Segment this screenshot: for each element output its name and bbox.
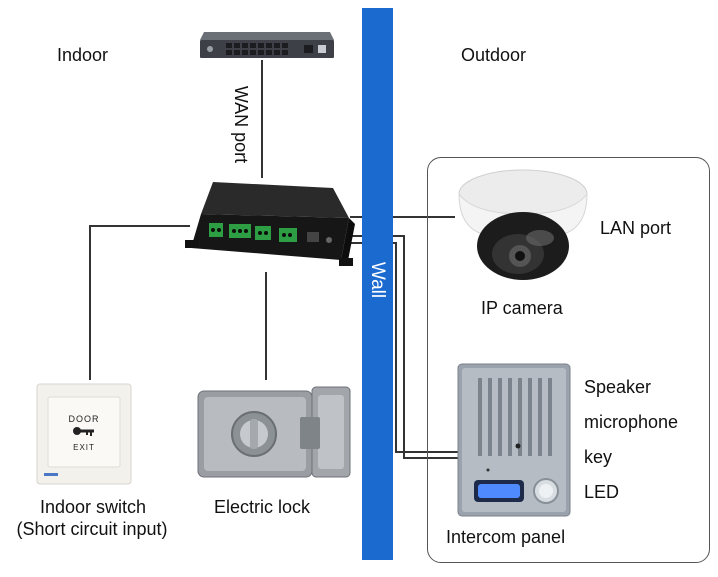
key-label: key — [584, 447, 613, 467]
electric-lock-icon — [197, 386, 351, 478]
switch-cable — [89, 225, 190, 380]
lan-port-label: LAN port — [600, 218, 672, 238]
wall-label: Wall — [367, 261, 389, 299]
ip-camera-icon — [458, 169, 588, 280]
electric-lock-label: Electric lock — [214, 497, 311, 517]
indoor-switch-label-line1: Indoor switch — [39, 497, 147, 517]
microphone-label: microphone — [584, 412, 679, 432]
ip-camera-label: IP camera — [481, 298, 563, 318]
indoor-label: Indoor — [57, 45, 109, 65]
intercom-panel-label: Intercom panel — [446, 527, 566, 547]
intercom-panel-icon — [457, 363, 571, 517]
outdoor-zone-box — [427, 157, 710, 563]
door-sign-text: DOOR — [68, 414, 100, 424]
wan-port-label: WAN port — [231, 85, 252, 163]
led-label: LED — [584, 482, 620, 502]
speaker-label: Speaker — [584, 377, 652, 397]
door-controller-icon — [185, 182, 355, 266]
door-exit-switch-icon — [36, 383, 132, 485]
indoor-switch-label-line2: (Short circuit input) — [16, 519, 168, 539]
wall — [362, 8, 393, 560]
network-switch-icon — [200, 32, 334, 58]
outdoor-label: Outdoor — [461, 45, 527, 65]
exit-sign-text: EXIT — [73, 443, 95, 452]
